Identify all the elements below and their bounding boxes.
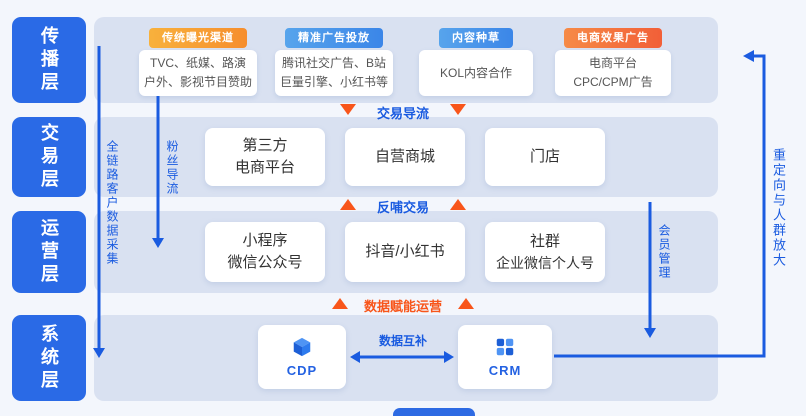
triangle-up-icon xyxy=(458,298,474,309)
partial-bottom-badge xyxy=(393,408,475,416)
box-douyin-xiaohongshu: 抖音/小红书 xyxy=(345,222,465,282)
channel-line: CPC/CPM广告 xyxy=(573,75,653,89)
panel-system-layer xyxy=(94,315,718,401)
annotation-retargeting-lookalike: 重定向与人群放大 xyxy=(771,148,786,268)
box-line: 门店 xyxy=(529,148,560,166)
triangle-up-icon xyxy=(340,199,356,210)
channel-header: 传统曝光渠道 xyxy=(149,28,247,48)
box-store: 门店 xyxy=(485,128,605,186)
cdp-box: CDP xyxy=(258,325,346,389)
box-line: 电商平台 xyxy=(234,159,295,176)
arrowhead-left-icon xyxy=(743,50,754,62)
channel-line: 户外、影视节目赞助 xyxy=(143,75,252,89)
channel-body: KOL内容合作 xyxy=(419,50,533,96)
channel-body: TVC、纸媒、路演 户外、影视节目赞助 xyxy=(139,50,257,96)
channel-header: 内容种草 xyxy=(439,28,513,48)
triangle-up-icon xyxy=(332,298,348,309)
channel-line: KOL内容合作 xyxy=(439,65,512,80)
grid-squares-icon xyxy=(496,338,514,356)
annotation-member-management: 会员管理 xyxy=(657,224,671,280)
channel-line: 巨量引擎、小红书等 xyxy=(279,75,388,89)
box-community-wecom: 社群 企业微信个人号 xyxy=(485,222,605,282)
layer-label-operation: 运营层 xyxy=(12,211,86,293)
crm-box: CRM xyxy=(458,325,552,389)
channel-line: TVC、纸媒、路演 xyxy=(149,56,246,71)
box-line: 社群 xyxy=(529,232,560,250)
channel-line: 腾讯社交广告、B站 xyxy=(281,56,386,71)
layer-label-transaction: 交易层 xyxy=(12,117,86,197)
box-line: 第三方 xyxy=(242,137,288,155)
flow-label-traffic-to-transaction: 交易导流 xyxy=(376,106,429,121)
channel-header: 精准广告投放 xyxy=(285,28,383,48)
channel-content-seeding: 内容种草 KOL内容合作 xyxy=(419,28,533,96)
channel-body: 电商平台 CPC/CPM广告 xyxy=(555,50,671,96)
crm-label: CRM xyxy=(488,363,522,378)
box-line: 抖音/小红书 xyxy=(365,243,445,261)
cube-icon xyxy=(293,337,311,357)
annotation-full-link-data-collection: 全链路客户数据采集 xyxy=(105,140,119,266)
bridge-label-data-complement: 数据互补 xyxy=(378,334,427,348)
flow-label-data-empower-operation: 数据赋能运营 xyxy=(363,299,442,314)
cdp-label: CDP xyxy=(286,363,318,378)
channel-body: 腾讯社交广告、B站 巨量引擎、小红书等 xyxy=(275,50,393,96)
channel-ecommerce-ads: 电商效果广告 电商平台 CPC/CPM广告 xyxy=(555,28,671,96)
annotation-fan-flow: 粉丝导流 xyxy=(165,140,179,196)
triangle-up-icon xyxy=(450,199,466,210)
box-line: 微信公众号 xyxy=(227,254,303,271)
box-third-party-ecommerce: 第三方 电商平台 xyxy=(205,128,325,186)
flow-label-feedback-transaction: 反哺交易 xyxy=(376,200,429,215)
channel-header: 电商效果广告 xyxy=(564,28,662,48)
box-line: 自营商城 xyxy=(374,148,435,166)
box-line: 企业微信个人号 xyxy=(496,254,594,271)
channel-line: 电商平台 xyxy=(588,56,637,71)
box-self-operated-mall: 自营商城 xyxy=(345,128,465,186)
triangle-down-icon xyxy=(450,104,466,115)
box-line: 小程序 xyxy=(242,232,288,250)
channel-precision-ads: 精准广告投放 腾讯社交广告、B站 巨量引擎、小红书等 xyxy=(275,28,393,96)
triangle-down-icon xyxy=(340,104,356,115)
box-miniprogram-wechat: 小程序 微信公众号 xyxy=(205,222,325,282)
channel-traditional-exposure: 传统曝光渠道 TVC、纸媒、路演 户外、影视节目赞助 xyxy=(139,28,257,96)
layer-label-system: 系统层 xyxy=(12,315,86,401)
layer-label-spread: 传播层 xyxy=(12,17,86,103)
